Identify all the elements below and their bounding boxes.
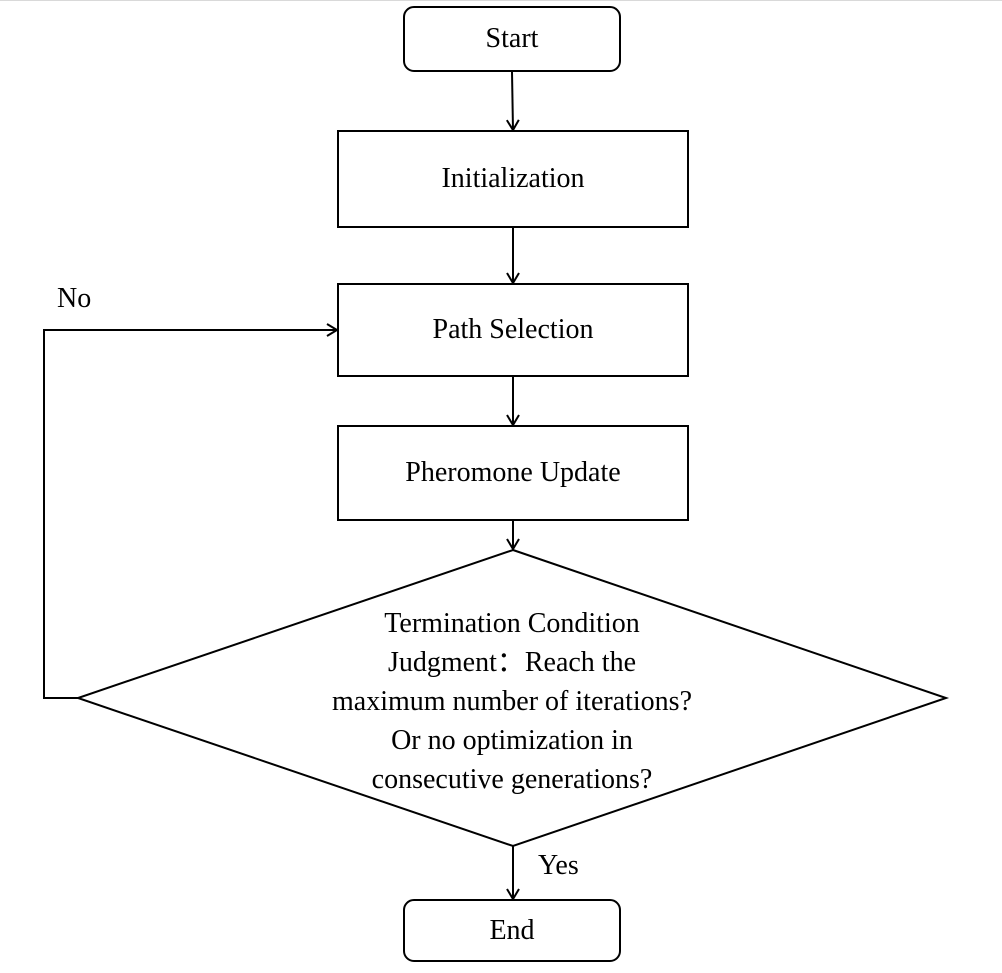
arrow-start-to-init	[505, 71, 520, 132]
pheromone-update-label: Pheromone Update	[405, 457, 621, 488]
no-branch-label: No	[57, 283, 92, 314]
start-node: Start	[403, 6, 621, 72]
decision-line: maximum number of iterations?	[331, 686, 693, 717]
start-label: Start	[485, 23, 539, 54]
yes-branch-label: Yes	[538, 850, 579, 881]
decision-text: Termination Condition Judgment：Reach the…	[280, 604, 744, 799]
decision-line: Termination Condition	[384, 608, 640, 639]
top-divider	[0, 0, 1002, 1]
decision-line: Judgment：Reach the	[387, 647, 637, 678]
initialization-label: Initialization	[441, 163, 585, 194]
path-selection-node: Path Selection	[337, 283, 689, 377]
decision-line: Or no optimization in	[391, 725, 633, 756]
pheromone-update-node: Pheromone Update	[337, 425, 689, 521]
end-label: End	[489, 914, 535, 946]
arrow-no-loop	[43, 323, 339, 699]
decision-line: consecutive generations?	[371, 764, 653, 795]
path-selection-label: Path Selection	[432, 314, 594, 345]
end-node: End	[403, 899, 621, 962]
initialization-node: Initialization	[337, 130, 689, 228]
